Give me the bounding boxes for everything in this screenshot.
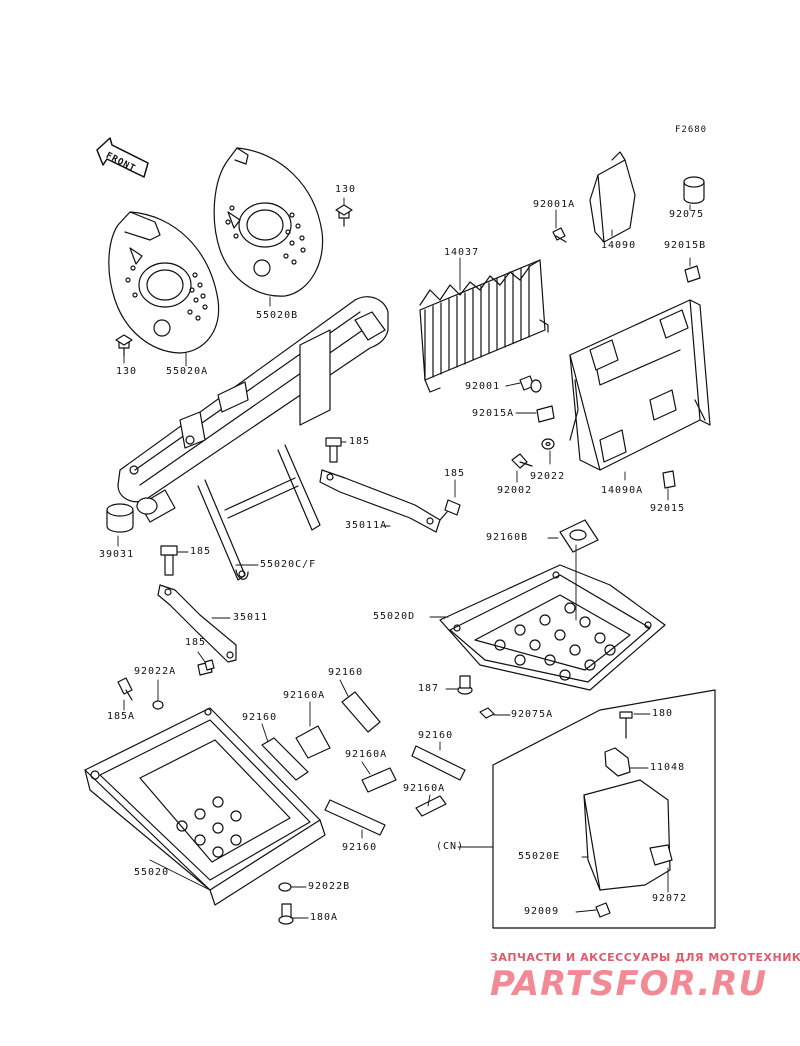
part-label-92022B: 92022B — [308, 881, 351, 892]
part-label-92022A: 92022A — [134, 666, 177, 677]
pad-92160B-drawing — [559, 519, 599, 553]
part-label-187: 187 — [418, 683, 440, 694]
part-label-180: 180 — [652, 708, 674, 719]
part-label-14037: 14037 — [444, 247, 480, 258]
part-label-92160A-2: 92160A — [345, 749, 388, 760]
part-label-11048: 11048 — [650, 762, 686, 773]
collar-39031-icon — [106, 503, 134, 533]
bolt-185-small-icon — [204, 659, 215, 671]
bolt-92002-icon — [511, 453, 533, 469]
part-label-55020A: 55020A — [166, 366, 209, 377]
part-label-92015B: 92015B — [664, 240, 707, 251]
bolt-180-icon — [619, 711, 633, 739]
skid-plate-55020-drawing — [84, 707, 326, 906]
box-14090A-drawing — [569, 299, 711, 471]
part-label-130-lower: 130 — [116, 366, 138, 377]
part-label-92015A: 92015A — [472, 408, 515, 419]
shield-55020A-drawing — [108, 211, 220, 354]
part-label-185-c: 185 — [190, 546, 212, 557]
part-label-185-d: 185 — [185, 637, 207, 648]
part-label-92001: 92001 — [465, 381, 501, 392]
frame-guard-55020CF-drawing — [117, 296, 389, 581]
part-label-130-upper: 130 — [335, 184, 357, 195]
clamp-11048-drawing — [604, 747, 631, 777]
part-label-92009: 92009 — [524, 906, 560, 917]
bolt-180A-icon — [278, 903, 294, 925]
part-label-92022: 92022 — [530, 471, 566, 482]
part-label-92075: 92075 — [669, 209, 705, 220]
cover-55020E-drawing — [583, 779, 673, 891]
part-label-92160A-1: 92160A — [283, 690, 326, 701]
pads-92160-drawing — [261, 691, 466, 836]
part-label-39031: 39031 — [99, 549, 135, 560]
part-label-35011A: 35011A — [345, 520, 388, 531]
clip-92015-icon — [662, 470, 676, 489]
skid-plate-55020D-drawing — [439, 564, 666, 691]
bolt-92001A-icon — [552, 227, 567, 243]
clip-92015A-icon — [536, 405, 555, 423]
part-label-92160-d: 92160 — [342, 842, 378, 853]
part-label-14090A: 14090A — [601, 485, 644, 496]
bolt-185A-icon — [117, 677, 133, 701]
part-label-55020D: 55020D — [373, 611, 416, 622]
front-arrow-icon — [96, 137, 149, 178]
washer-92022-icon — [541, 438, 555, 450]
part-label-180A: 180A — [310, 912, 339, 923]
bracket-35011-drawing — [157, 545, 237, 676]
watermark-tagline: ЗАПЧАСТИ И АКСЕССУАРЫ ДЛЯ МОТОТЕХНИКИ — [490, 951, 800, 964]
part-label-92160-c: 92160 — [418, 730, 454, 741]
watermark-logo: PARTSFOR.RU — [490, 964, 768, 1004]
part-label-55020E: 55020E — [518, 851, 561, 862]
part-label-185A: 185A — [107, 711, 136, 722]
leader-lines — [117, 197, 691, 919]
part-label-92075A: 92075A — [511, 709, 554, 720]
part-label-14090: 14090 — [601, 240, 637, 251]
part-label-92160-b: 92160 — [242, 712, 278, 723]
shield-55020B-drawing — [213, 147, 324, 297]
part-label-92072: 92072 — [652, 893, 688, 904]
part-label-35011: 35011 — [233, 612, 269, 623]
bolt-92009-icon — [595, 902, 611, 918]
bolt-187-icon — [457, 675, 473, 695]
part-label-92160A-3: 92160A — [403, 783, 446, 794]
part-label-185-a: 185 — [349, 436, 371, 447]
part-label-55020B: 55020B — [256, 310, 299, 321]
radiator-14037-drawing — [419, 259, 549, 393]
bolt-130-upper-icon — [335, 204, 353, 227]
nut-92075A-icon — [479, 707, 495, 719]
clip-92015B-icon — [684, 265, 701, 283]
part-label-92001A: 92001A — [533, 199, 576, 210]
cn-label: (CN) — [436, 841, 465, 852]
part-label-55020CF: 55020C/F — [260, 559, 317, 570]
bolt-130-lower-icon — [115, 334, 133, 357]
part-label-92160B: 92160B — [486, 532, 529, 543]
washer-92022B-icon — [278, 882, 292, 892]
part-label-92015: 92015 — [650, 503, 686, 514]
part-label-55020: 55020 — [134, 867, 170, 878]
part-label-92002: 92002 — [497, 485, 533, 496]
figure-code: F2680 — [675, 125, 708, 135]
cover-14090-drawing — [589, 151, 636, 243]
washer-92022A-icon — [152, 700, 164, 710]
part-label-185-b: 185 — [444, 468, 466, 479]
bracket-35011A-drawing — [319, 437, 461, 533]
cn-inset-box — [492, 689, 716, 929]
bolt-92001-icon — [519, 375, 542, 393]
collar-92075-icon — [683, 176, 705, 204]
part-label-92160-a: 92160 — [328, 667, 364, 678]
